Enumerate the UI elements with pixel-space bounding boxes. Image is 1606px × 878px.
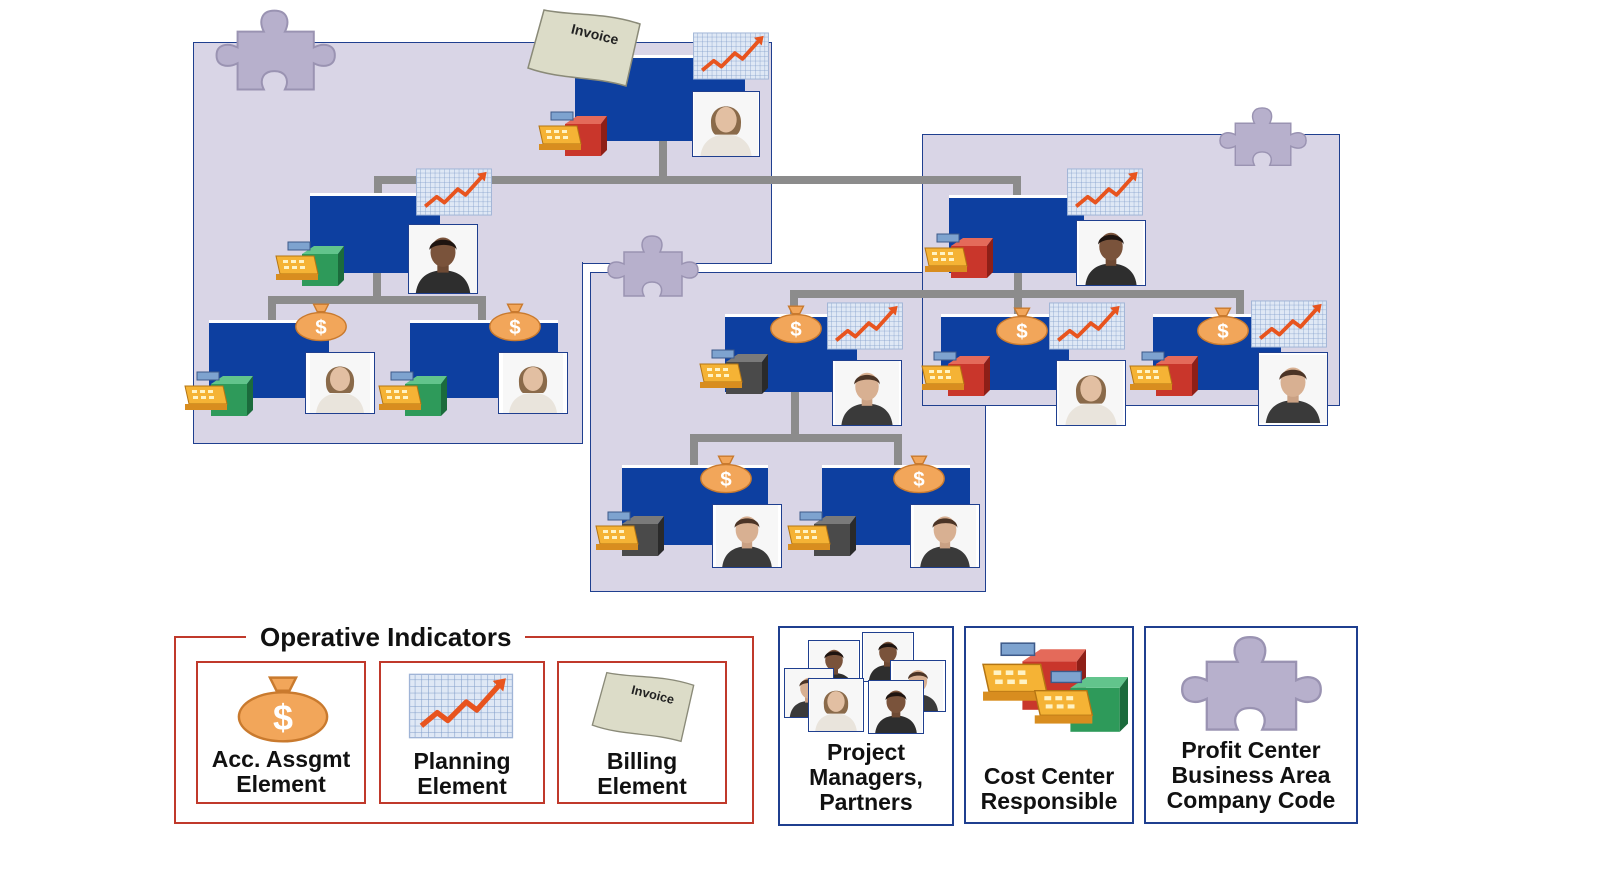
legend-profit-center-label: Profit Center Business Area Company Code bbox=[1166, 737, 1336, 813]
connector-line bbox=[373, 272, 381, 300]
money-bag-icon bbox=[234, 671, 332, 743]
legend-cost-center: Cost Center Responsible bbox=[964, 626, 1134, 824]
planning-chart-icon bbox=[1066, 168, 1144, 216]
connector-line bbox=[1236, 290, 1244, 316]
connector-line bbox=[1014, 290, 1022, 316]
planning-chart-icon bbox=[407, 673, 515, 739]
connector-line bbox=[894, 434, 902, 466]
connector-line bbox=[478, 296, 486, 322]
legend-billing: Invoice Billing Element bbox=[557, 661, 727, 804]
cash-register-icon bbox=[274, 240, 344, 290]
connector-line bbox=[690, 434, 902, 442]
person-photo bbox=[1076, 220, 1146, 286]
legend-planning: Planning Element bbox=[379, 661, 545, 804]
planning-chart-icon bbox=[826, 302, 904, 350]
person-photo bbox=[1056, 360, 1126, 426]
person-photo bbox=[305, 352, 375, 414]
money-bag-icon bbox=[1195, 304, 1251, 346]
money-bag-icon bbox=[768, 302, 824, 344]
connector-line bbox=[690, 434, 698, 466]
legend-planning-label: Planning Element bbox=[413, 748, 511, 799]
cash-register-icon bbox=[786, 510, 856, 560]
legend-project-managers: Project Managers, Partners bbox=[778, 626, 954, 826]
connector-line bbox=[268, 296, 486, 304]
cash-register-icon bbox=[537, 110, 607, 160]
connector-line bbox=[791, 392, 799, 438]
puzzle-icon bbox=[211, 8, 343, 100]
person-photo bbox=[910, 504, 980, 568]
connector-line bbox=[374, 176, 382, 198]
money-bag-icon bbox=[994, 304, 1050, 346]
planning-chart-icon bbox=[692, 32, 770, 80]
planning-chart-icon bbox=[415, 168, 493, 216]
planning-chart-icon bbox=[1250, 300, 1328, 348]
invoice-icon: Invoice bbox=[527, 9, 641, 87]
puzzle-icon bbox=[1176, 634, 1330, 742]
money-bag-icon bbox=[891, 452, 947, 494]
person-photo bbox=[832, 360, 902, 426]
person-photo bbox=[498, 352, 568, 414]
connector-line bbox=[1014, 272, 1022, 294]
legend-cost-center-label: Cost Center Responsible bbox=[980, 763, 1118, 814]
cash-register-icon bbox=[377, 370, 447, 420]
person-photo bbox=[868, 680, 924, 734]
puzzle-icon bbox=[1216, 106, 1312, 173]
cash-register-icon bbox=[1032, 668, 1128, 738]
invoice-icon: Invoice bbox=[591, 671, 695, 743]
money-bag-icon bbox=[698, 452, 754, 494]
person-photo bbox=[808, 678, 864, 732]
person-photo bbox=[692, 91, 760, 157]
person-photo bbox=[408, 224, 478, 294]
planning-chart-icon bbox=[1048, 302, 1126, 350]
legend-acc-assgmt: Acc. Assgmt Element bbox=[196, 661, 366, 804]
legend-profit-center: Profit Center Business Area Company Code bbox=[1144, 626, 1358, 824]
connector-line bbox=[790, 290, 798, 316]
cash-register-icon bbox=[923, 232, 993, 282]
cash-register-icon bbox=[1128, 350, 1198, 400]
cash-register-icon bbox=[594, 510, 664, 560]
money-bag-icon bbox=[293, 300, 349, 342]
puzzle-icon bbox=[604, 234, 704, 304]
legend-acc-assgmt-label: Acc. Assgmt Element bbox=[211, 746, 351, 797]
cash-register-icon bbox=[920, 350, 990, 400]
legend-project-managers-label: Project Managers, Partners bbox=[809, 739, 923, 815]
money-bag-icon bbox=[487, 300, 543, 342]
connector-line bbox=[268, 296, 276, 322]
connector-line bbox=[659, 140, 667, 180]
cash-register-icon bbox=[183, 370, 253, 420]
operative-indicators-title: Operative Indicators bbox=[246, 622, 526, 653]
connector-line bbox=[374, 176, 1020, 184]
person-photo bbox=[1258, 352, 1328, 426]
legend-billing-label: Billing Element bbox=[597, 748, 687, 799]
cash-register-icon bbox=[698, 348, 768, 398]
connector-line bbox=[1013, 176, 1021, 198]
person-photo bbox=[712, 504, 782, 568]
